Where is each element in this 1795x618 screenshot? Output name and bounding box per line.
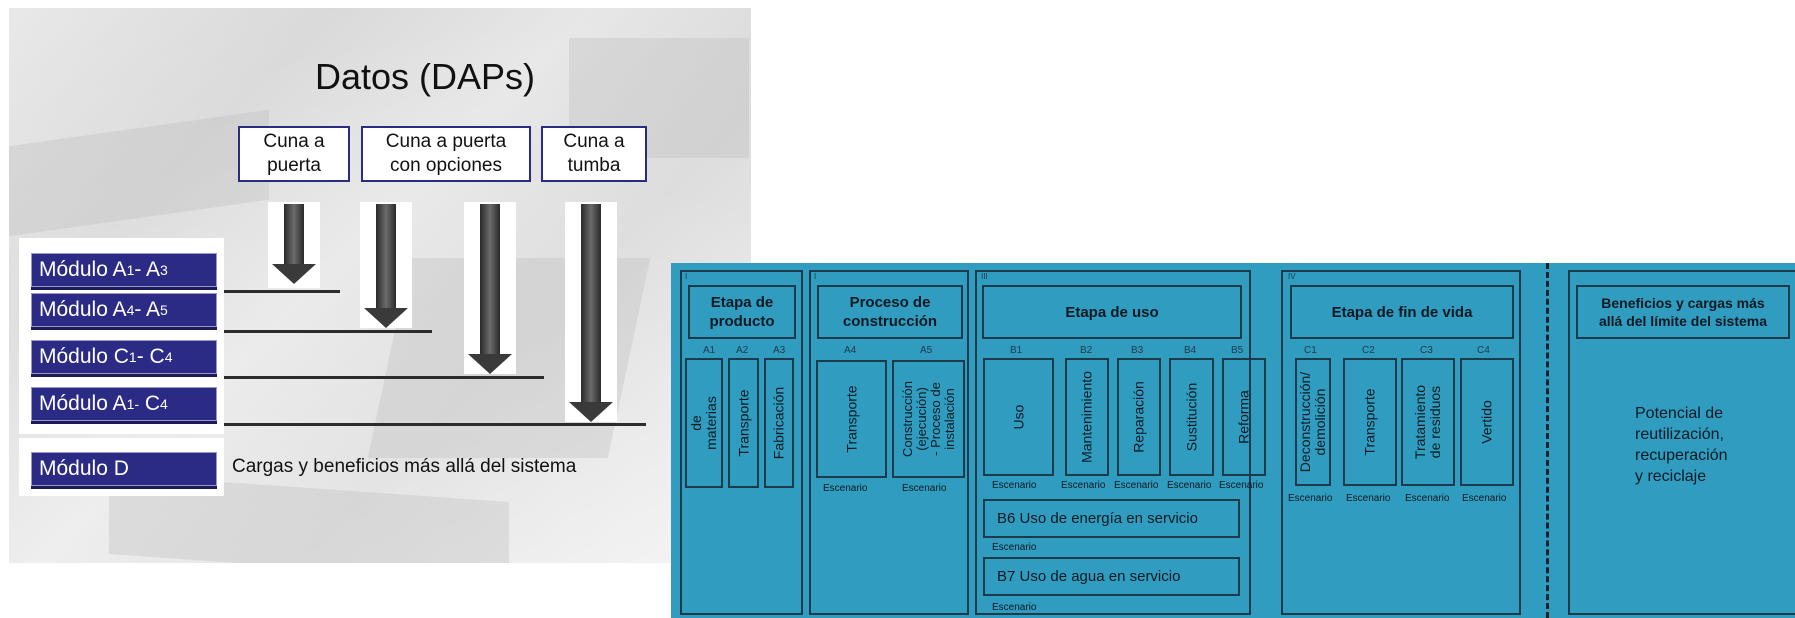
life-cycle-stages-diagram: I Etapa de producto A1 A2 A3 Suministro … bbox=[671, 263, 1795, 618]
use-stage-header: Etapa de uso bbox=[982, 285, 1242, 339]
category-cradle-to-grave: Cuna a tumba bbox=[541, 126, 647, 182]
stage-number: I bbox=[685, 272, 688, 281]
code-a1: A1 bbox=[703, 345, 716, 356]
scenario-label: Escenario bbox=[1167, 480, 1212, 491]
a1-raw-materials: Suministro de materias primas bbox=[685, 358, 723, 488]
end-of-life-stage-frame bbox=[1281, 270, 1521, 615]
scenario-label: Escenario bbox=[992, 480, 1037, 491]
beyond-system-potential: Potencial de reutilización, recuperación… bbox=[1635, 405, 1728, 485]
a5-construction: Construcción (ejecución) - Proceso de in… bbox=[892, 360, 965, 478]
module-d-description: Cargas y beneficios más allá del sistema bbox=[232, 456, 577, 477]
scenario-label: Escenario bbox=[1346, 493, 1391, 504]
scenario-label: Escenario bbox=[1288, 493, 1333, 504]
beyond-system-header: Beneficios y cargas más allá del límite … bbox=[1576, 285, 1790, 339]
code-a4: A4 bbox=[844, 345, 857, 356]
scope-line bbox=[224, 330, 432, 333]
b6-energy-use: B6 Uso de energía en servicio bbox=[983, 499, 1240, 538]
c2-transport: Transporte bbox=[1343, 358, 1397, 486]
b4-replacement: Sustitución bbox=[1169, 358, 1214, 476]
code-b2: B2 bbox=[1080, 345, 1093, 356]
category-cradle-to-gate-options: Cuna a puerta con opciones bbox=[361, 126, 531, 182]
code-c1: C1 bbox=[1304, 345, 1317, 356]
scenario-label: Escenario bbox=[1061, 480, 1106, 491]
b5-refurbishment: Reforma bbox=[1222, 358, 1266, 476]
scenario-label: Escenario bbox=[1219, 480, 1264, 491]
beyond-system-frame bbox=[1568, 270, 1795, 615]
c1-deconstruction: Deconstrucción/ demolición bbox=[1295, 358, 1331, 486]
b2-maintenance: Mantenimiento bbox=[1065, 358, 1109, 476]
product-stage-header: Etapa de producto bbox=[688, 285, 796, 339]
slide-title: Datos (DAPs) bbox=[314, 56, 536, 97]
scenario-label: Escenario bbox=[902, 483, 947, 494]
stage-number: IV bbox=[1288, 272, 1296, 281]
a4-transport: Transporte bbox=[816, 360, 887, 478]
b7-water-use: B7 Uso de agua en servicio bbox=[983, 557, 1240, 596]
arrow-down-icon bbox=[464, 202, 516, 374]
code-c2: C2 bbox=[1362, 345, 1375, 356]
scope-line bbox=[224, 376, 544, 379]
module-d: Módulo D bbox=[31, 452, 217, 489]
code-b3: B3 bbox=[1131, 345, 1144, 356]
scope-line bbox=[224, 290, 340, 293]
b1-use: Uso bbox=[983, 358, 1054, 476]
construction-stage-header: Proceso de construcción bbox=[817, 285, 963, 339]
product-stage-frame bbox=[680, 270, 803, 615]
scenario-label: Escenario bbox=[1114, 480, 1159, 491]
arrow-down-icon bbox=[565, 202, 617, 422]
scenario-label: Escenario bbox=[992, 542, 1037, 553]
code-c4: C4 bbox=[1477, 345, 1490, 356]
stage-number: I bbox=[814, 272, 817, 281]
end-of-life-stage-header: Etapa de fin de vida bbox=[1290, 285, 1514, 339]
code-b4: B4 bbox=[1184, 345, 1197, 356]
stage-number: III bbox=[981, 272, 988, 281]
c4-disposal: Vertido bbox=[1460, 358, 1514, 486]
b3-repair: Reparación bbox=[1117, 358, 1161, 476]
use-stage-frame bbox=[975, 270, 1251, 615]
code-b1: B1 bbox=[1010, 345, 1023, 356]
c3-waste-treatment: Tratamiento de residuos bbox=[1401, 358, 1455, 486]
scenario-label: Escenario bbox=[992, 602, 1037, 613]
code-a5: A5 bbox=[920, 345, 933, 356]
a3-manufacturing: Fabricación bbox=[764, 358, 794, 488]
background-shape bbox=[9, 109, 269, 237]
arrow-down-icon bbox=[268, 202, 320, 288]
code-a3: A3 bbox=[773, 345, 786, 356]
scenario-label: Escenario bbox=[823, 483, 868, 494]
code-a2: A2 bbox=[736, 345, 749, 356]
category-cradle-to-gate: Cuna a puerta bbox=[238, 126, 350, 182]
arrow-down-icon bbox=[360, 202, 412, 328]
a2-transport: Transporte bbox=[728, 358, 759, 488]
code-c3: C3 bbox=[1420, 345, 1433, 356]
code-b5: B5 bbox=[1231, 345, 1244, 356]
scenario-label: Escenario bbox=[1405, 493, 1450, 504]
construction-stage-frame bbox=[809, 270, 969, 615]
scenario-label: Escenario bbox=[1462, 493, 1507, 504]
scope-line bbox=[224, 423, 646, 426]
system-boundary-line bbox=[1546, 263, 1549, 618]
